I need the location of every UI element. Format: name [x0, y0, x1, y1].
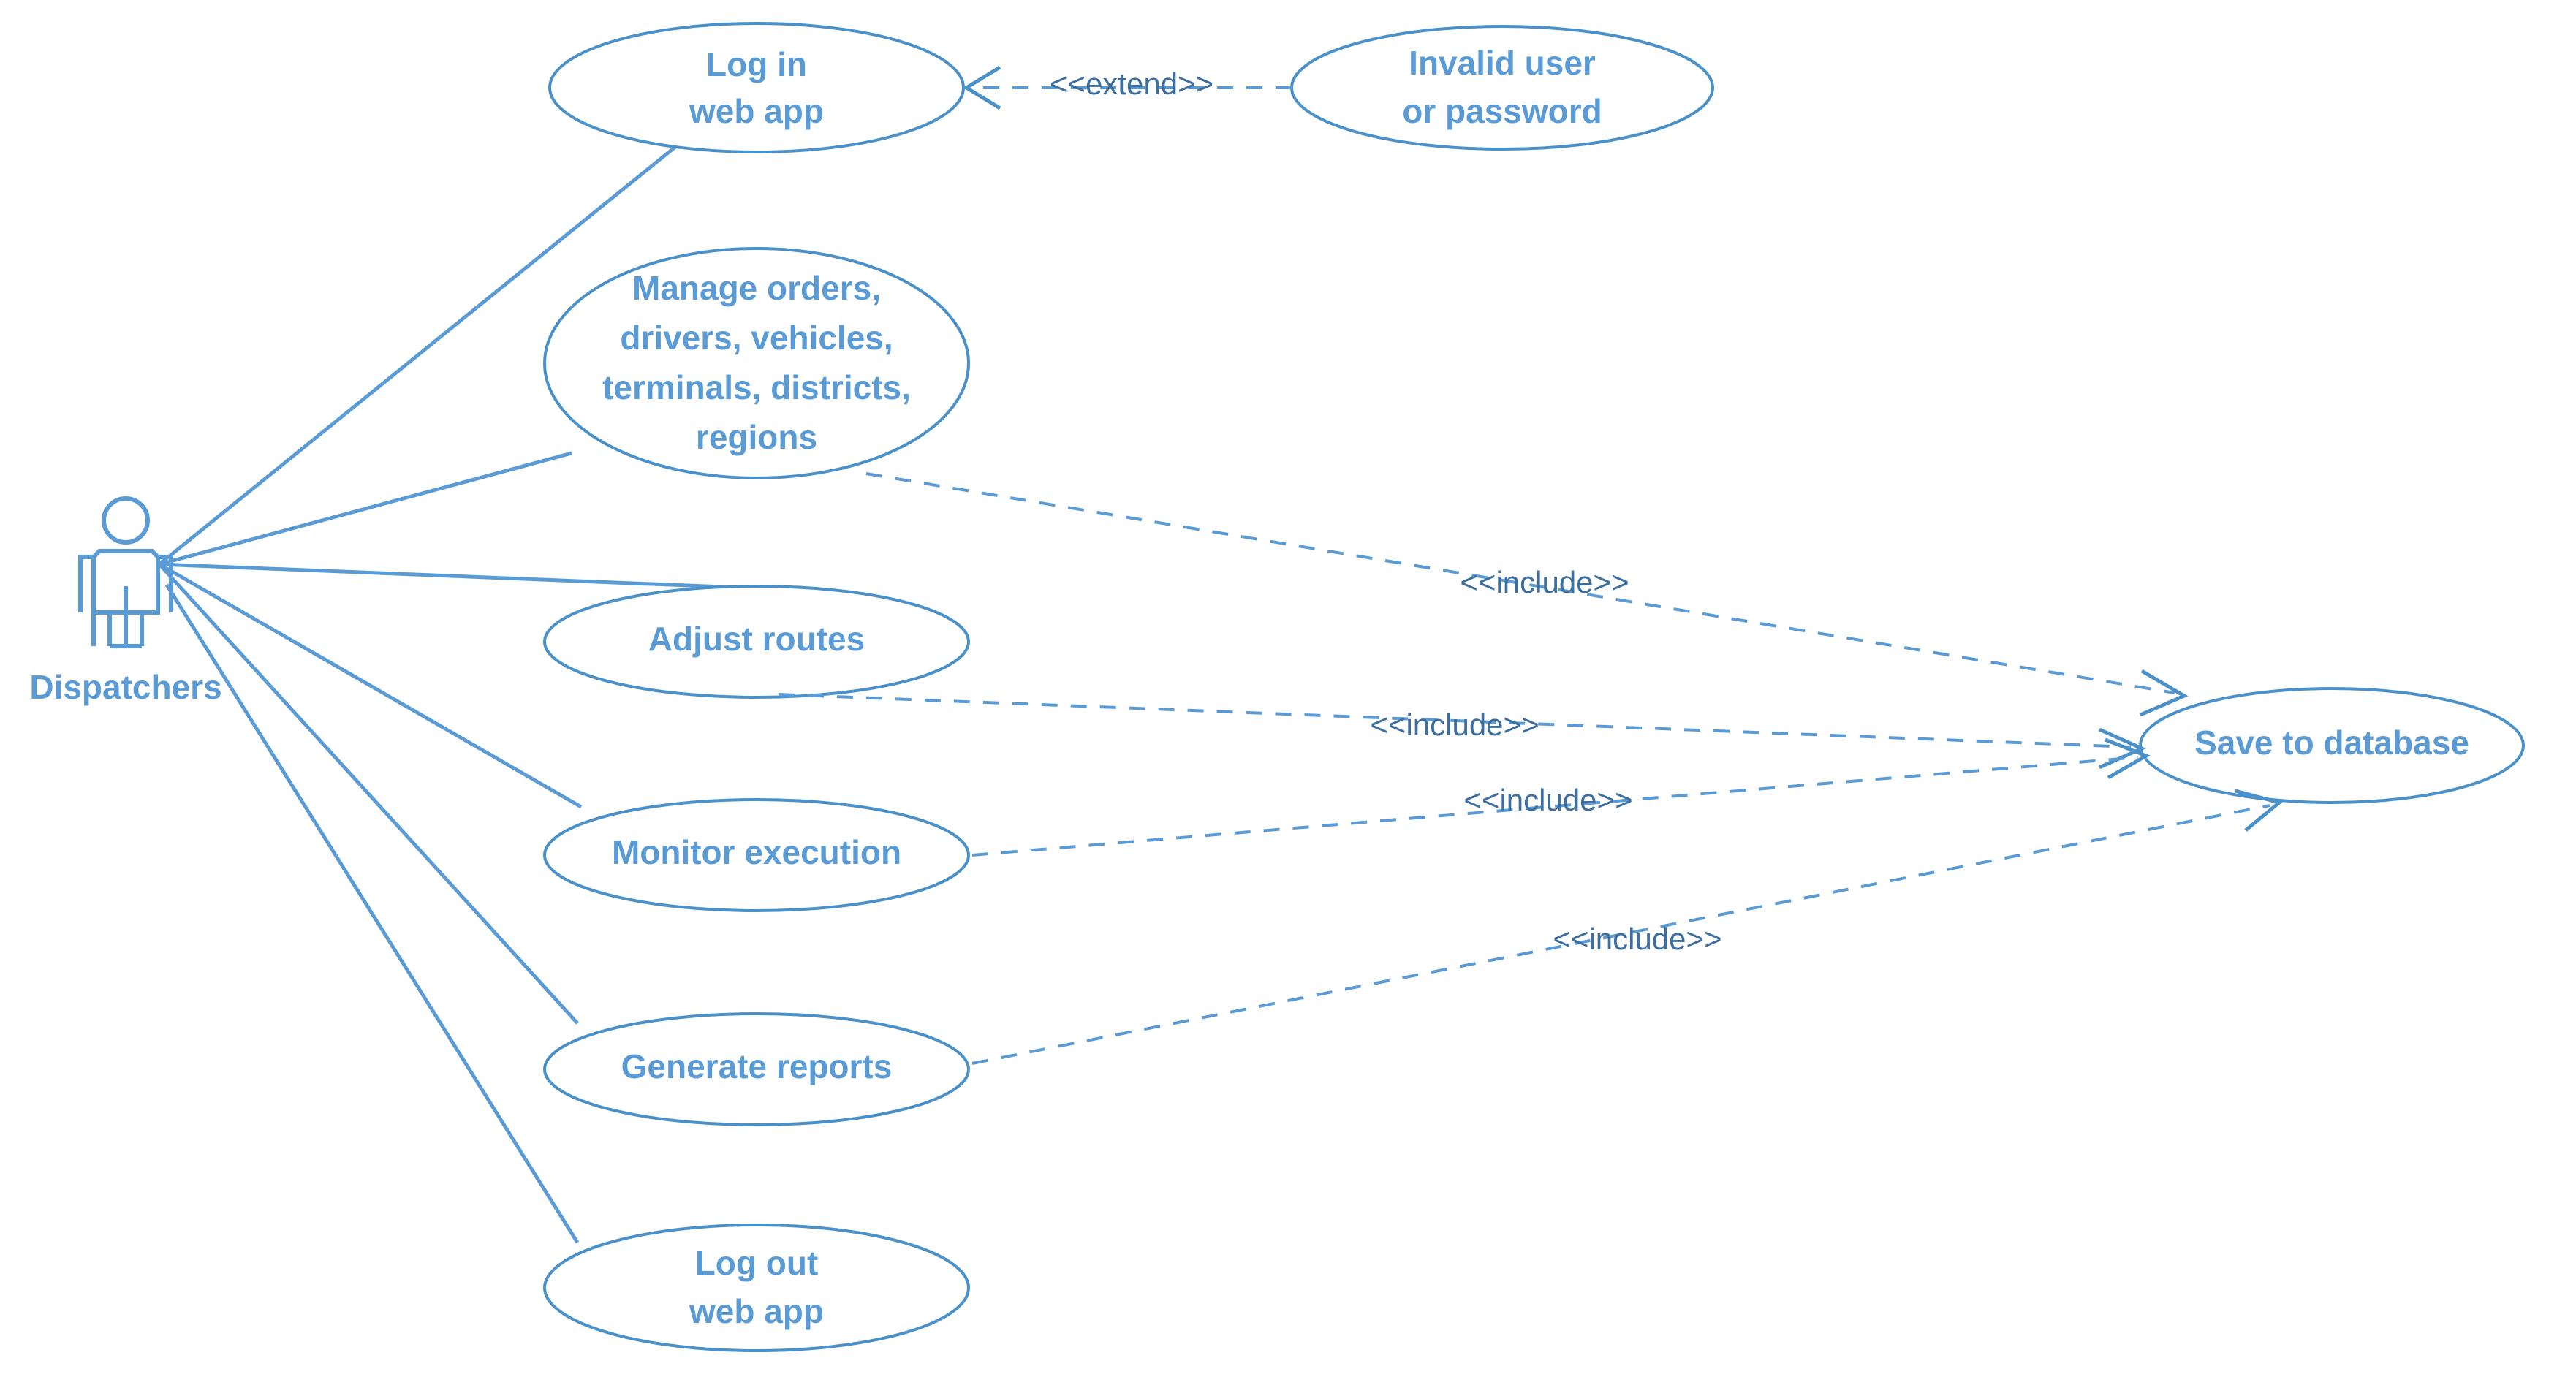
use-case-label-invalid-line2: or password [1402, 92, 1602, 130]
use-case-invalid-credentials[interactable]: Invalid user or password [1290, 25, 1714, 151]
association-dispatchers-login [158, 142, 681, 566]
include-monitor-arrowhead-icon [2105, 737, 2151, 780]
use-case-label-manage-line4: regions [696, 418, 817, 456]
use-case-label-generate-reports: Generate reports [621, 1047, 893, 1085]
use-case-ellipse-generate-reports [543, 1012, 970, 1126]
relationship-extend-login: <<extend>> [963, 65, 1292, 110]
association-dispatchers-adjust-routes [159, 562, 779, 591]
use-case-label-invalid-line1: Invalid user [1409, 44, 1596, 82]
use-case-adjust-routes[interactable]: Adjust routes [543, 585, 970, 699]
use-case-ellipse-logout [543, 1224, 970, 1352]
use-case-login[interactable]: Log in web app [548, 22, 965, 153]
include-reports-dashed-line [971, 804, 2270, 1065]
use-case-ellipse-login [548, 22, 965, 153]
use-case-label-save-to-database: Save to database [2194, 724, 2469, 762]
use-case-label-manage-line1: Manage orders, [632, 269, 881, 307]
include-manage-arrowhead-icon [2140, 669, 2189, 717]
relationship-include-reports: <<include>> [971, 789, 2284, 1065]
stereotype-label-include-manage: <<include>> [1460, 565, 1629, 599]
use-case-ellipse-save-to-database [2139, 687, 2525, 804]
use-case-save-to-database[interactable]: Save to database [2139, 687, 2525, 804]
association-dispatchers-manage [159, 451, 572, 566]
relationship-include-monitor: <<include>> [971, 737, 2151, 857]
use-case-logout[interactable]: Log out web app [543, 1224, 970, 1352]
association-dispatchers-logout [164, 583, 580, 1244]
include-reports-arrowhead-icon [2235, 789, 2284, 832]
association-lines [158, 142, 779, 1244]
include-routes-dashed-line [778, 693, 2132, 748]
use-case-ellipse-monitor-execution [543, 798, 970, 912]
actor-head-icon [102, 496, 150, 545]
include-routes-arrowhead-icon [2098, 727, 2147, 770]
use-case-monitor-execution[interactable]: Monitor execution [543, 798, 970, 912]
extend-arrowhead-icon [963, 65, 1001, 110]
actor-leg-left-icon [91, 586, 128, 646]
use-case-label-login-line2: web app [689, 92, 824, 130]
stereotype-label-include-routes: <<include>> [1370, 708, 1539, 742]
relationship-include-routes: <<include>> [778, 693, 2147, 770]
association-dispatchers-monitor [158, 562, 583, 809]
stereotype-label-extend: <<extend>> [1050, 67, 1213, 101]
use-case-manage-entities[interactable]: Manage orders, drivers, vehicles, termin… [543, 247, 970, 479]
actor-label-dispatchers: Dispatchers [29, 668, 221, 706]
actor-arms-icon [78, 555, 173, 612]
actor-dispatchers[interactable]: Dispatchers [29, 496, 222, 706]
use-case-label-logout-line1: Log out [695, 1244, 819, 1282]
use-case-generate-reports[interactable]: Generate reports [543, 1012, 970, 1126]
use-case-label-logout-line2: web app [689, 1292, 824, 1330]
stereotype-label-include-reports: <<include>> [1553, 922, 1721, 956]
use-case-label-monitor-execution: Monitor execution [612, 833, 901, 871]
use-case-label-adjust-routes: Adjust routes [648, 620, 865, 658]
use-case-label-manage-line3: terminals, districts, [602, 368, 911, 406]
association-dispatchers-reports [158, 563, 579, 1025]
stereotype-label-include-monitor: <<include>> [1463, 783, 1632, 817]
use-case-ellipse-manage-entities [543, 247, 970, 479]
use-case-label-login-line1: Log in [706, 45, 807, 83]
relationship-include-manage: <<include>> [865, 472, 2189, 717]
use-case-ellipse-adjust-routes [543, 585, 970, 699]
include-monitor-dashed-line [971, 756, 2139, 857]
use-case-label-manage-line2: drivers, vehicles, [620, 319, 893, 357]
